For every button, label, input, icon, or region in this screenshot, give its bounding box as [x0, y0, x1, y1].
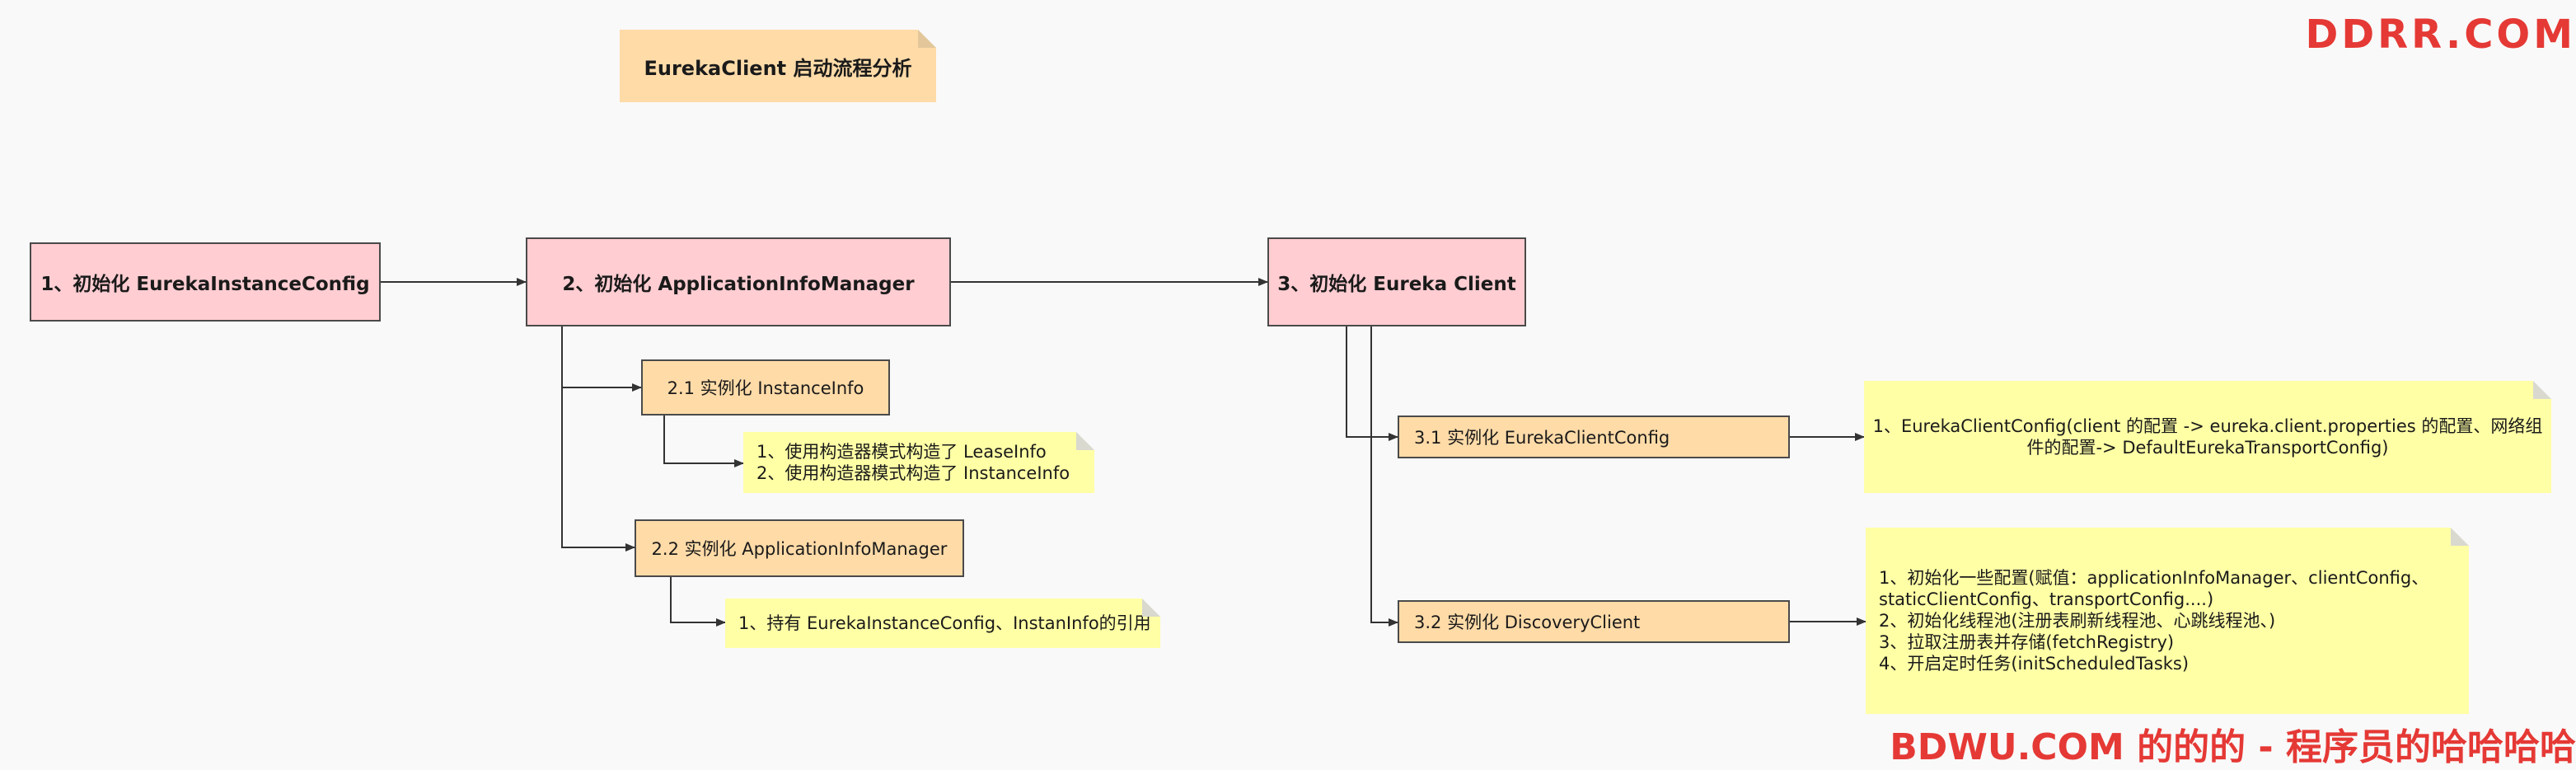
edge-2-2_2 [561, 387, 635, 552]
node-step3-1: 3.1 实例化 EurekaClientConfig [1398, 416, 1790, 458]
node-step2: 2、初始化 ApplicationInfoManager [526, 237, 951, 326]
connector-lines [381, 278, 1866, 627]
edge-3-3_1 [1346, 326, 1398, 441]
note-step3-2: 1、初始化一些配置(赋值：applicationInfoManager、clie… [1866, 528, 2469, 714]
diagram-title: EurekaClient 启动流程分析 [620, 30, 936, 102]
node-step2-2: 2.2 实例化 ApplicationInfoManager [635, 519, 964, 577]
note-fold-icon [918, 30, 936, 48]
note-step2-1: 1、使用构造器模式构造了 LeaseInfo 2、使用构造器模式构造了 Inst… [743, 432, 1094, 493]
node-step2-1: 2.1 实例化 InstanceInfo [641, 359, 890, 416]
node-step3-2: 3.2 实例化 DiscoveryClient [1398, 600, 1790, 643]
edge-2-2_1 [561, 326, 642, 392]
node-step1: 1、初始化 EurekaInstanceConfig [30, 242, 381, 322]
watermark-top: DDRR.COM [2305, 12, 2576, 58]
edge-2_2-note [670, 577, 726, 627]
note-fold-icon [2533, 381, 2551, 399]
note-fold-icon [2451, 528, 2469, 546]
edge-2_1-note [663, 415, 744, 467]
edge-3-3_2 [1370, 326, 1398, 627]
note-fold-icon [1076, 432, 1094, 450]
note-step2-2: 1、持有 EurekaInstanceConfig、InstanInfo的引用 [725, 599, 1160, 648]
note-step3-1: 1、EurekaClientConfig(client 的配置 -> eurek… [1864, 381, 2551, 493]
diagram-title-text: EurekaClient 启动流程分析 [644, 56, 912, 80]
note-fold-icon [1142, 599, 1160, 617]
node-step3: 3、初始化 Eureka Client [1267, 237, 1526, 326]
